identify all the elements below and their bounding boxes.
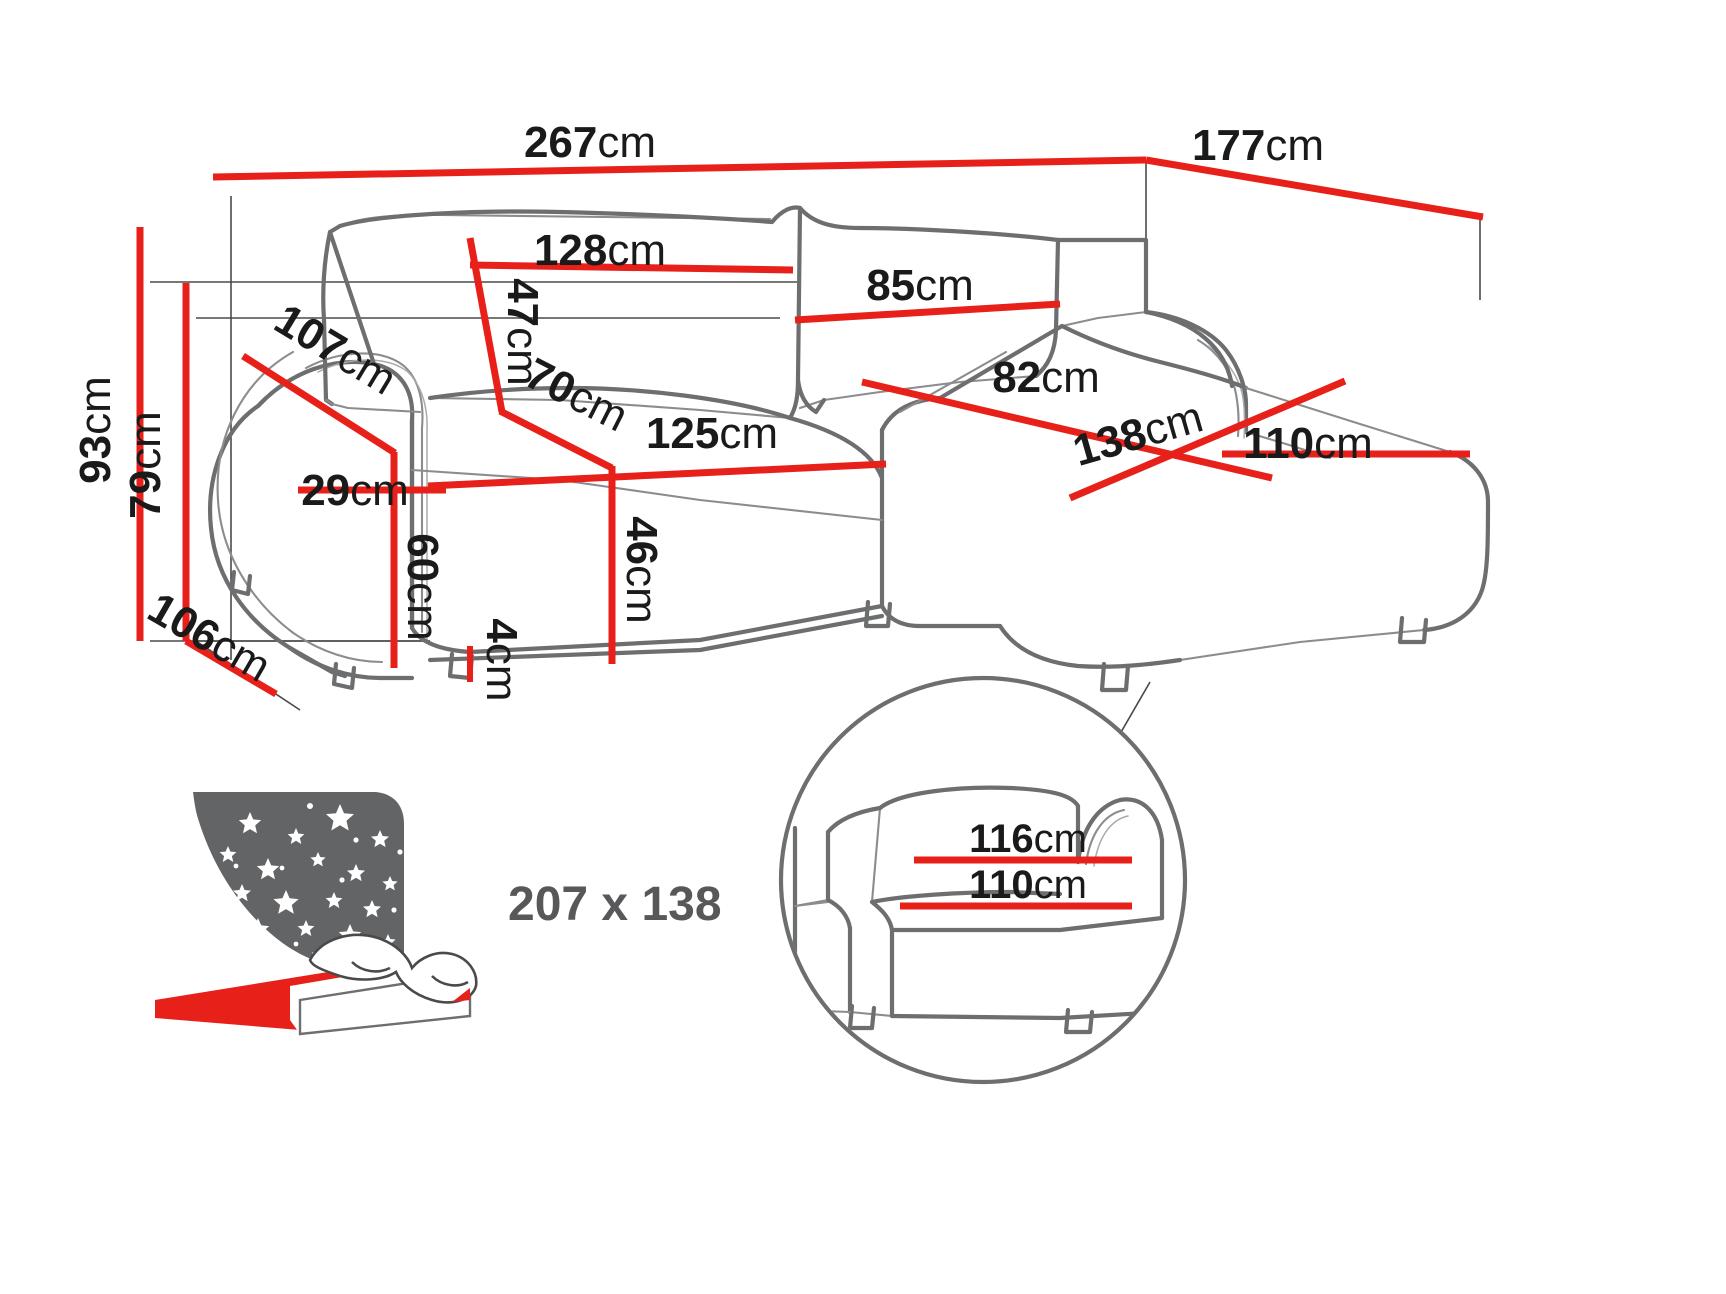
label-arm-outer-height: 60cm (398, 533, 447, 641)
sleeping-area-group: 207 x 138 (155, 792, 722, 1036)
detail-sofa-drawing (792, 785, 1165, 1035)
label-overall-depth: 177cm (1192, 121, 1324, 170)
label-corner-cushion-width: 85cm (866, 261, 974, 310)
detail-inset-group: 116cm 110cm (778, 675, 1188, 1085)
sleeping-area-label: 207 x 138 (508, 878, 722, 931)
label-back-height: 79cm (121, 411, 170, 519)
label-leg-height: 4cm (477, 618, 526, 701)
label-seat-width-main: 125cm (646, 409, 778, 458)
label-seat-height: 46cm (617, 516, 666, 624)
sofa-legs (229, 569, 1429, 693)
label-chaise-width: 110cm (1243, 419, 1373, 468)
label-overall-height: 93cm (71, 376, 120, 484)
label-backrest-cushion-height: 47cm (498, 278, 547, 386)
label-arm-height: 29cm (301, 466, 409, 515)
label-detail-seat-upper: 116cm (969, 817, 1087, 861)
label-backrest-cushion-width: 128cm (534, 226, 666, 275)
dimension-labels: 267cm 177cm 93cm 79cm 106cm 107cm 29cm 6… (71, 118, 1373, 702)
label-chaise-seat-depth: 82cm (992, 353, 1100, 402)
label-detail-seat-lower: 110cm (969, 863, 1087, 907)
label-chaise-seat-width: 138cm (1068, 392, 1208, 476)
bed-with-starry-night-icon (155, 792, 478, 1036)
red-dimension-lines (136, 156, 1484, 698)
label-overall-width: 267cm (524, 118, 656, 167)
detail-circle-frame (778, 675, 1188, 1085)
